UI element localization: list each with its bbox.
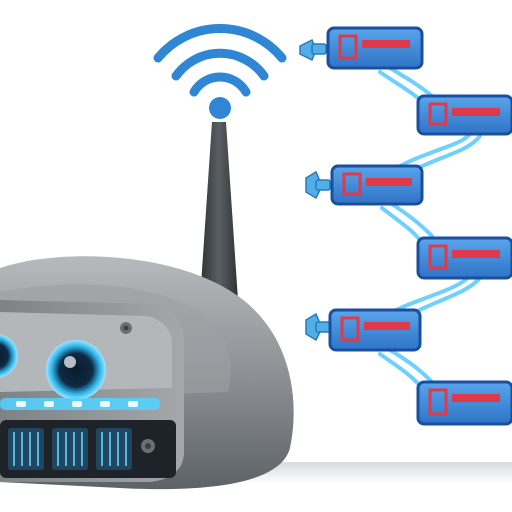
device-card-icon <box>416 236 512 280</box>
antenna <box>200 122 238 300</box>
device-card-icon <box>416 380 512 426</box>
device-card-icon <box>328 308 422 352</box>
left-eye <box>0 334 18 378</box>
wifi-signal-icon <box>153 24 287 119</box>
device-card-icon <box>330 164 424 206</box>
device-card-icon <box>416 94 512 136</box>
device-card-icon <box>326 26 424 70</box>
device-cards <box>326 26 512 426</box>
connector-plug-icon <box>299 38 331 342</box>
router-icon <box>0 256 294 490</box>
right-eye <box>46 340 106 400</box>
ports-grille <box>0 420 176 478</box>
